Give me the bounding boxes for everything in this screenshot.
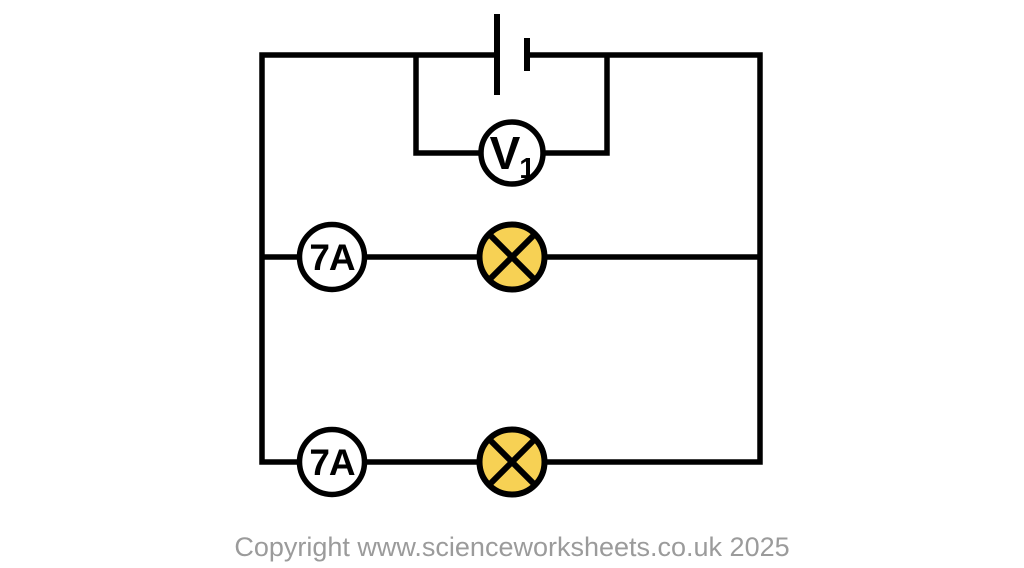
ammeter-1-reading: 7A: [309, 237, 355, 278]
lamp-1-cross-stroke: [488, 233, 536, 281]
voltmeter-label: V1: [490, 127, 536, 185]
ammeter-1-circle: [296, 221, 368, 293]
battery-icon: [494, 14, 530, 95]
voltmeter-subscript: 1: [519, 153, 535, 185]
ammeter-2-reading: 7A: [309, 442, 355, 483]
lamp-1-icon: [476, 221, 548, 293]
voltmeter-letter: V: [490, 127, 521, 179]
voltmeter-circle: [478, 119, 546, 187]
ammeter-2: 7A: [296, 426, 368, 498]
lamp-2-icon: [476, 426, 548, 498]
voltmeter: V1: [478, 119, 546, 187]
copyright-text: Copyright www.scienceworksheets.co.uk 20…: [234, 532, 790, 562]
ammeter-1: 7A: [296, 221, 368, 293]
lamp-2-cross-stroke: [488, 438, 536, 486]
ammeter-2-circle: [296, 426, 368, 498]
